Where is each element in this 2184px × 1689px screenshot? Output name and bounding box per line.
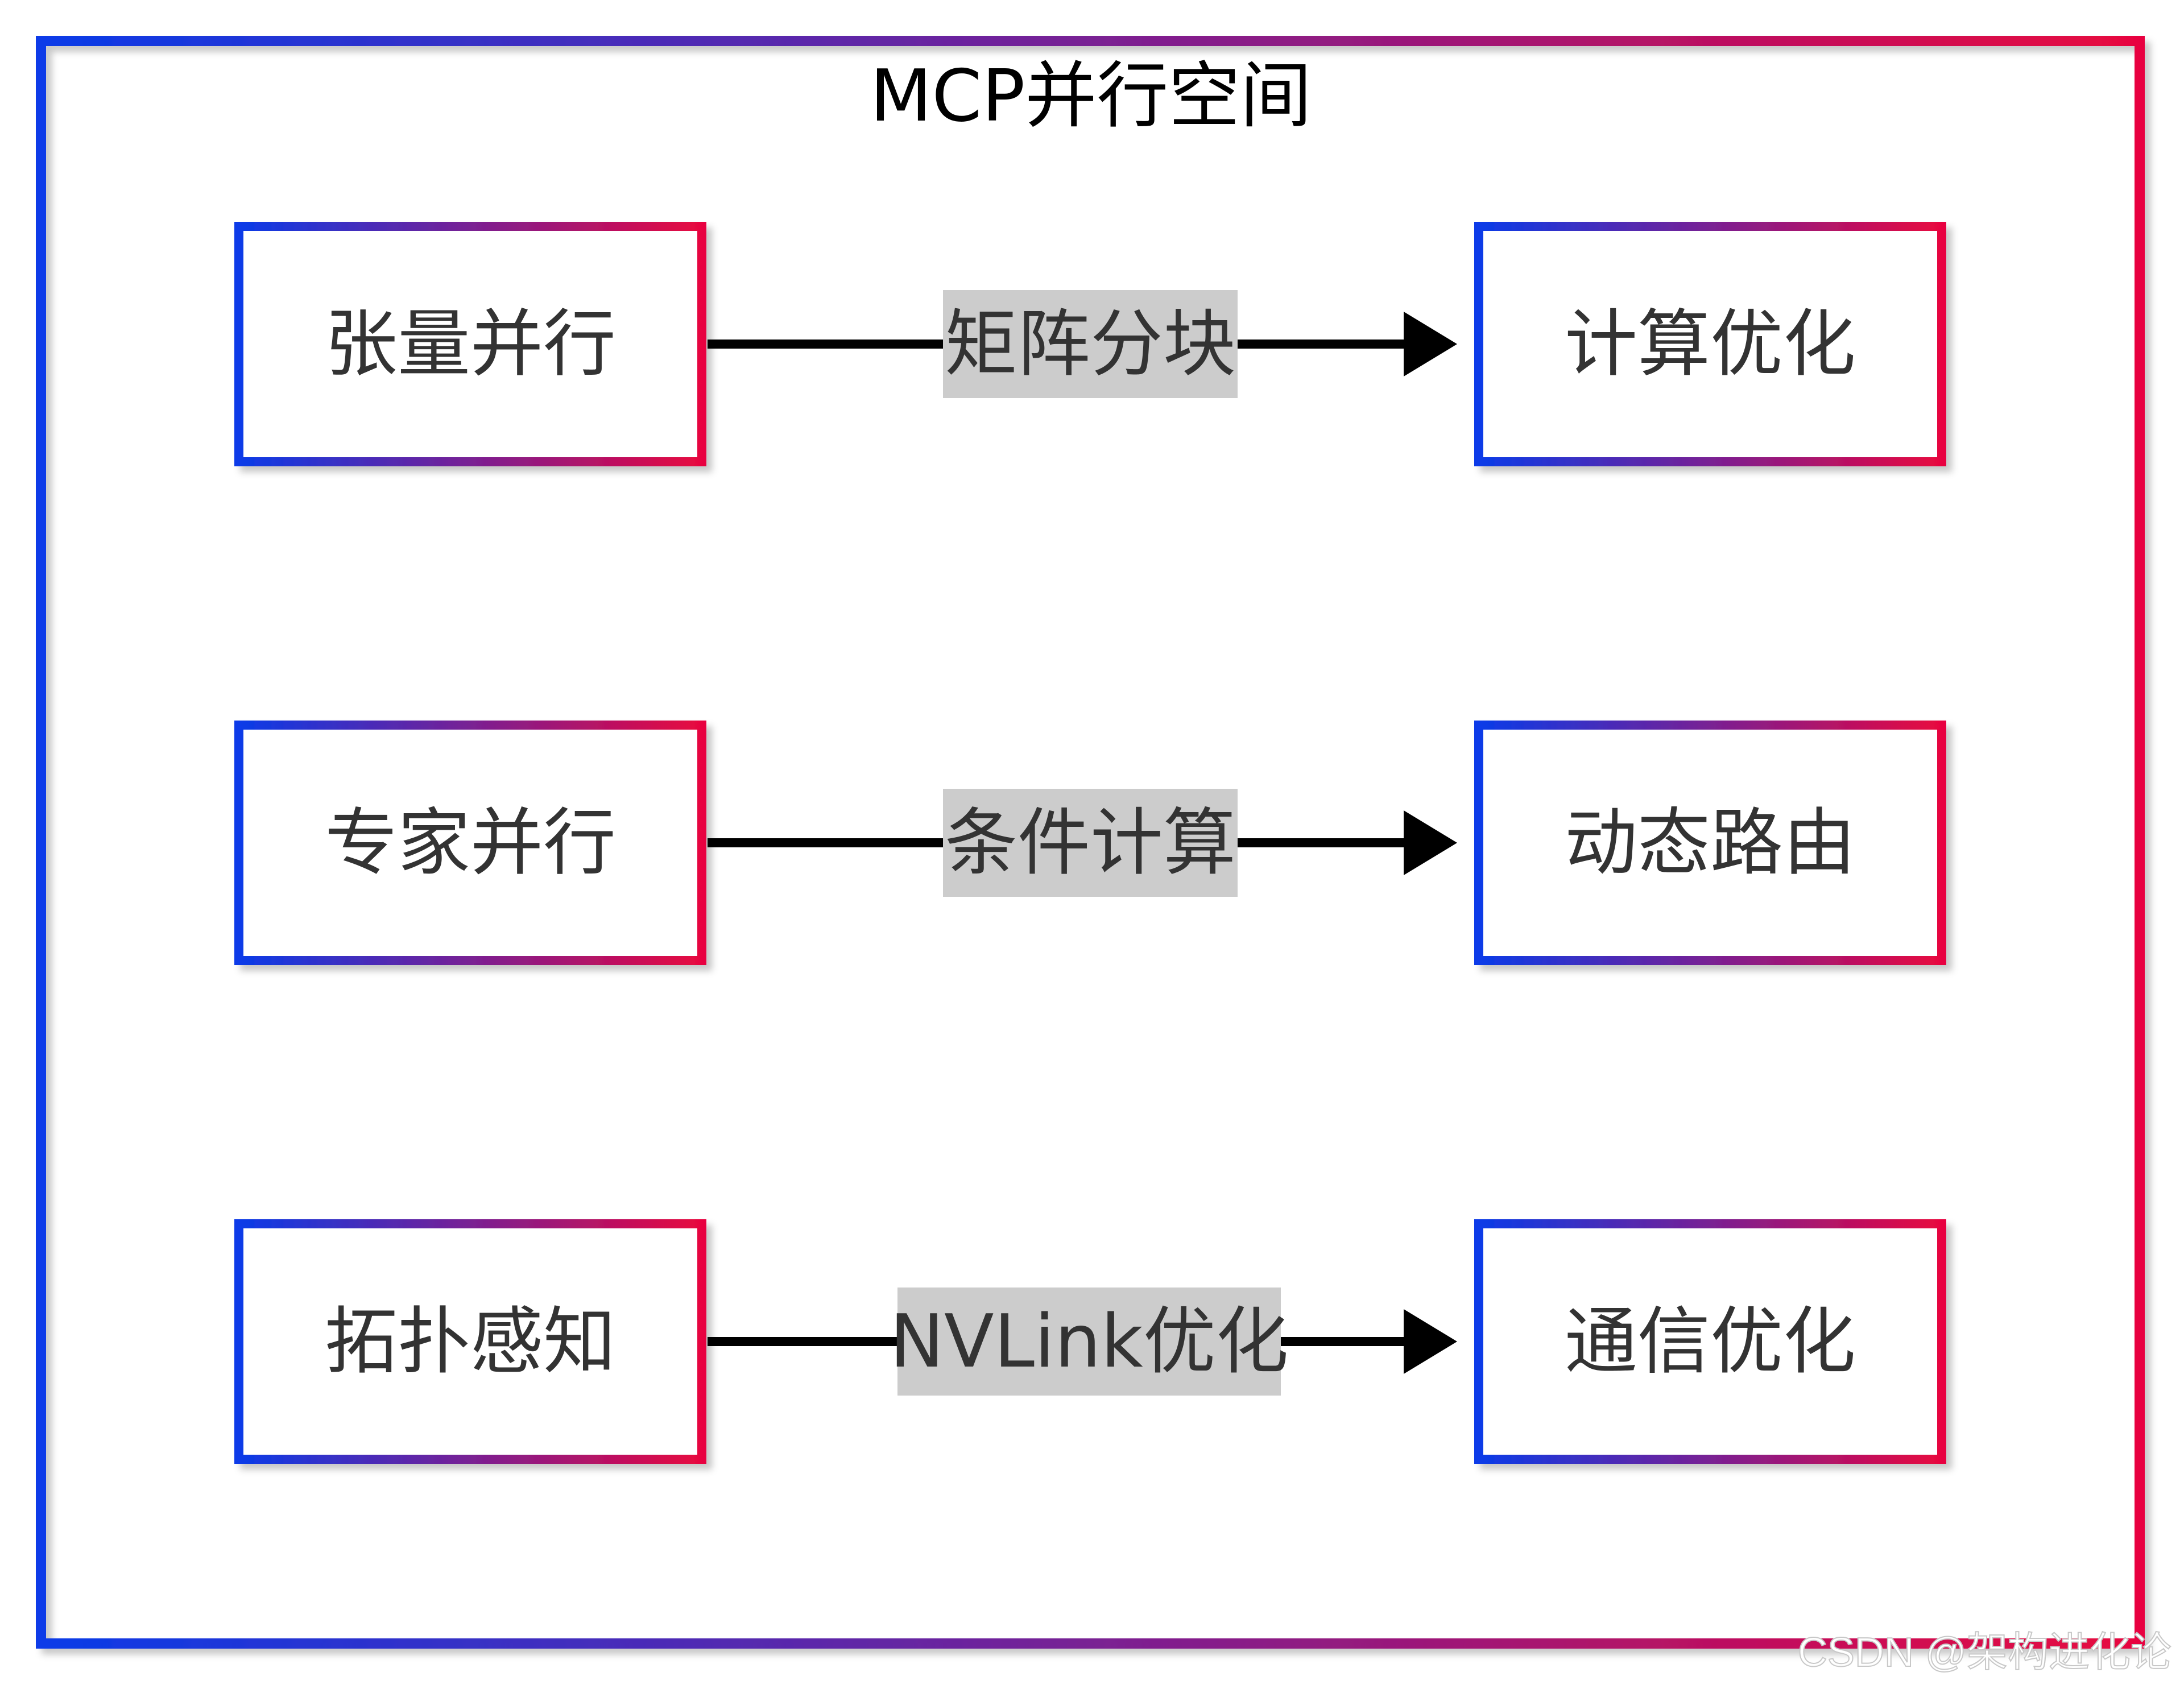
edge-label-bg <box>943 290 1238 398</box>
node-topology-aware: 拓扑感知 <box>234 1219 706 1464</box>
node-label: 专家并行 <box>325 801 616 885</box>
node-label: 计算优化 <box>1565 302 1856 387</box>
node-compute-optimization: 计算优化 <box>1474 222 1946 466</box>
edge-conditional-compute: 条件计算 <box>708 789 1457 897</box>
row-topology-aware: 拓扑感知 NVLink优化 通信优化 <box>234 1219 1946 1464</box>
watermark: CSDN @架构进化论 <box>1798 1630 2171 1675</box>
row-expert-parallel: 专家并行 条件计算 动态路由 <box>234 721 1946 965</box>
edge-nvlink-optimization: NVLink优化 <box>708 1288 1457 1396</box>
row-tensor-parallel: 张量并行 矩阵分块 计算优化 <box>234 222 1946 466</box>
node-box <box>234 222 706 466</box>
node-dynamic-routing: 动态路由 <box>1474 721 1946 965</box>
edge-label: 矩阵分块 <box>945 302 1236 387</box>
arrowhead-icon <box>1404 1309 1457 1374</box>
node-tensor-parallel: 张量并行 <box>234 222 706 466</box>
node-box <box>234 1219 706 1464</box>
node-box <box>1474 721 1946 965</box>
node-box <box>1474 222 1946 466</box>
node-label: 通信优化 <box>1565 1299 1856 1384</box>
edge-label: NVLink优化 <box>890 1299 1288 1384</box>
edge-label-bg <box>943 789 1238 897</box>
node-label: 动态路由 <box>1565 801 1856 885</box>
node-label: 张量并行 <box>325 302 616 387</box>
node-box <box>234 721 706 965</box>
arrowhead-icon <box>1404 810 1457 875</box>
node-label: 拓扑感知 <box>325 1299 616 1384</box>
node-box <box>1474 1219 1946 1464</box>
edge-label: 条件计算 <box>945 801 1236 885</box>
parallel-space-container: MCP并行空间 <box>36 36 2145 1649</box>
container-border <box>36 36 2145 1649</box>
edge-matrix-tiling: 矩阵分块 <box>708 290 1457 398</box>
node-expert-parallel: 专家并行 <box>234 721 706 965</box>
container-title: MCP并行空间 <box>870 54 1312 138</box>
arrowhead-icon <box>1404 312 1457 376</box>
node-communication-optimization: 通信优化 <box>1474 1219 1946 1464</box>
edge-label-bg <box>897 1288 1281 1396</box>
